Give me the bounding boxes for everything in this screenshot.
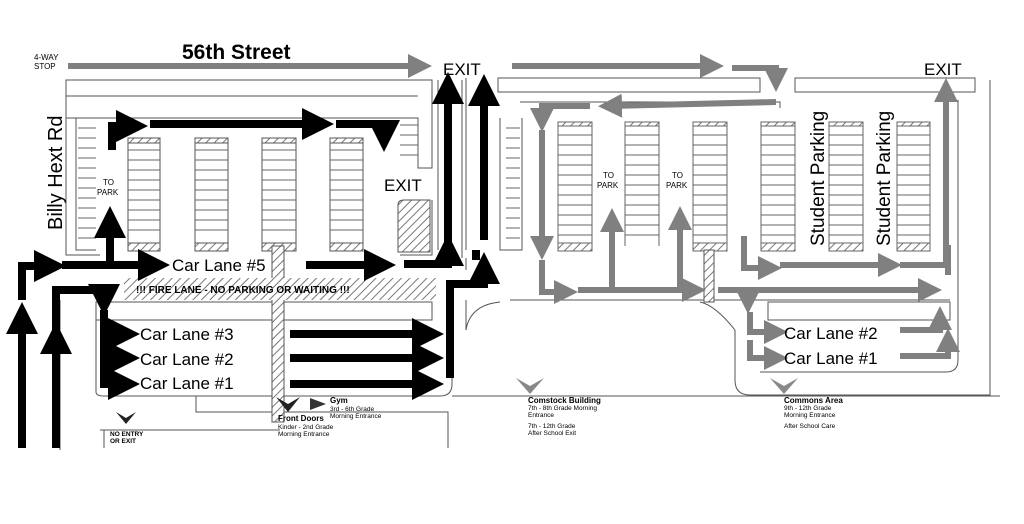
- to-park-3-label: TO: [672, 171, 683, 180]
- to-park-3-label-2: PARK: [666, 181, 688, 190]
- exit-left-lot-label: EXIT: [384, 176, 422, 195]
- comstock-line-3: 7th - 12th Grade: [528, 423, 576, 430]
- comstock-line-4: After School Exit: [528, 430, 576, 437]
- car-lane-3-label: Car Lane #3: [140, 325, 234, 344]
- commons-line-2: Morning Entrance: [784, 412, 836, 419]
- car-lane-2r-label: Car Lane #2: [784, 324, 878, 343]
- entrance-markers: [116, 378, 798, 424]
- exit-center-label: EXIT: [443, 60, 481, 79]
- no-entry-label: NO ENTRY: [110, 431, 144, 438]
- commons-line-1: 9th - 12th Grade: [784, 405, 832, 412]
- no-entry-marker-icon: [116, 412, 136, 424]
- student-parking-1-label: Student Parking: [808, 111, 829, 246]
- car-lane-5-label: Car Lane #5: [172, 256, 266, 275]
- car-lane-1r-label: Car Lane #1: [784, 349, 878, 368]
- to-park-1-label-2: PARK: [97, 188, 119, 197]
- no-entry-label-2: OR EXIT: [110, 438, 136, 445]
- front-doors-marker-icon: [276, 397, 300, 412]
- car-lane-1-label: Car Lane #1: [140, 374, 234, 393]
- front-doors-line-1: Kinder - 2nd Grade: [278, 424, 334, 431]
- black-route-arrows: [6, 72, 500, 448]
- car-lane-2-label: Car Lane #2: [140, 350, 234, 369]
- four-way-stop-label: 4-WAY: [34, 53, 59, 62]
- road-label: Billy Hext Rd: [45, 116, 67, 230]
- comstock-marker-icon: [516, 378, 544, 394]
- four-way-stop-label-2: STOP: [34, 62, 56, 71]
- front-doors-line-2: Morning Entrance: [278, 431, 330, 438]
- parking-rows-right: [506, 121, 931, 252]
- commons-marker-icon: [770, 378, 798, 394]
- student-parking-2-label: Student Parking: [874, 111, 895, 246]
- street-label: 56th Street: [182, 41, 291, 64]
- gym-line-2: Morning Entrance: [330, 413, 382, 420]
- to-park-1-label: TO: [103, 178, 114, 187]
- crosswalk-left: [271, 245, 285, 423]
- fire-lane-strip: [124, 278, 436, 300]
- front-doors-title: Front Doors: [278, 414, 324, 423]
- fire-lane-label: !!! FIRE LANE - NO PARKING OR WAITING !!…: [136, 285, 350, 296]
- parking-rows-left: [78, 124, 431, 253]
- commons-line-3: After School Care: [784, 423, 836, 430]
- gym-title: Gym: [330, 396, 348, 405]
- gray-route-arrows: [68, 54, 960, 370]
- gym-line-1: 3rd - 6th Grade: [330, 406, 374, 413]
- crosswalk-right: [703, 249, 715, 303]
- exit-right-label: EXIT: [924, 60, 962, 79]
- map-labels: 4-WAY STOP 56th Street EXIT EXIT EXIT Bi…: [34, 41, 962, 445]
- comstock-title: Comstock Building: [528, 396, 601, 405]
- comstock-line-1: 7th - 8th Grade Morning: [528, 405, 597, 412]
- to-park-2-label: TO: [603, 171, 614, 180]
- comstock-line-2: Entrance: [528, 412, 554, 419]
- to-park-2-label-2: PARK: [597, 181, 619, 190]
- commons-title: Commons Area: [784, 396, 843, 405]
